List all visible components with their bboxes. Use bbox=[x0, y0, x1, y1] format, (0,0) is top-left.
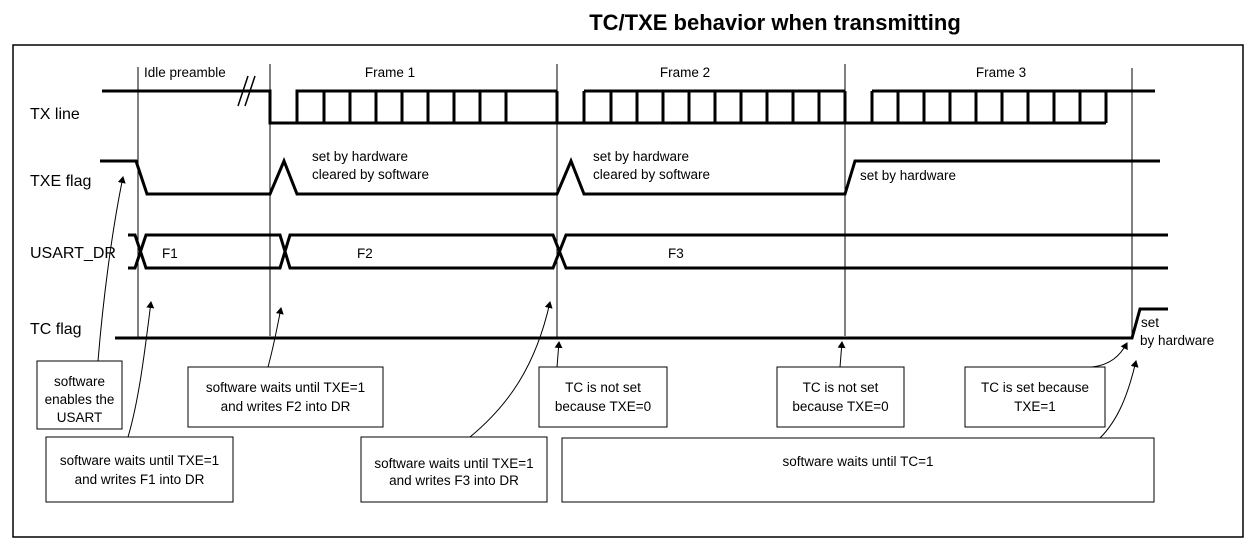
svg-text:software waits until TXE=1: software waits until TXE=1 bbox=[374, 456, 533, 471]
box-tc-not-set-2: TC is not set because TXE=0 bbox=[776, 366, 905, 428]
svg-text:and writes F2 into DR: and writes F2 into DR bbox=[221, 399, 351, 414]
svg-text:TC is not set: TC is not set bbox=[565, 380, 641, 395]
box-wait-write-f2: software waits until TXE=1 and writes F2… bbox=[187, 366, 384, 428]
phase-frame-2: Frame 2 bbox=[660, 65, 710, 80]
tc-note-line2: by hardware bbox=[1140, 333, 1214, 348]
box-wait-write-f1: software waits until TXE=1 and writes F1… bbox=[45, 436, 234, 503]
txe-note-3: set by hardware bbox=[860, 168, 956, 183]
phase-frame-1: Frame 1 bbox=[365, 65, 415, 80]
box-tc-not-set-1: TC is not set because TXE=0 bbox=[538, 366, 668, 428]
signal-label-usart-dr: USART_DR bbox=[30, 245, 116, 262]
svg-text:software waits until TC=1: software waits until TC=1 bbox=[783, 454, 934, 469]
outer-frame bbox=[12, 44, 1244, 538]
tx-line-waveform bbox=[102, 75, 1155, 125]
svg-text:and writes F3 into DR: and writes F3 into DR bbox=[389, 473, 519, 488]
svg-text:and writes F1 into DR: and writes F1 into DR bbox=[75, 472, 205, 487]
svg-text:enables the: enables the bbox=[45, 392, 115, 407]
txe-note-2-line2: cleared by software bbox=[593, 167, 710, 182]
svg-text:because TXE=0: because TXE=0 bbox=[555, 399, 651, 414]
tc-flag-waveform bbox=[115, 307, 1168, 340]
box-software-enables-usart: software enables the USART bbox=[36, 360, 123, 430]
svg-text:software waits until TXE=1: software waits until TXE=1 bbox=[60, 453, 219, 468]
svg-text:TC is set because: TC is set because bbox=[981, 380, 1089, 395]
svg-text:TC is not set: TC is not set bbox=[803, 380, 879, 395]
svg-text:software: software bbox=[54, 374, 105, 389]
dr-value-f1: F1 bbox=[162, 246, 178, 261]
dr-value-f2: F2 bbox=[357, 246, 373, 261]
svg-text:software waits until TXE=1: software waits until TXE=1 bbox=[206, 380, 365, 395]
box-wait-tc: software waits until TC=1 bbox=[561, 437, 1155, 503]
tc-note-line1: set bbox=[1141, 315, 1159, 330]
usart-dr-waveform bbox=[128, 233, 1168, 270]
svg-text:TXE=1: TXE=1 bbox=[1014, 399, 1056, 414]
svg-text:USART: USART bbox=[57, 410, 103, 425]
box-tc-set: TC is set because TXE=1 bbox=[964, 366, 1106, 428]
dr-value-f3: F3 bbox=[668, 246, 684, 261]
signal-label-txe-flag: TXE flag bbox=[30, 173, 91, 190]
annotation-arrows bbox=[97, 176, 1139, 439]
diagram-title: TC/TXE behavior when transmitting bbox=[589, 10, 961, 35]
svg-text:because TXE=0: because TXE=0 bbox=[792, 399, 888, 414]
signal-label-tc-flag: TC flag bbox=[30, 321, 82, 338]
signal-label-tx-line: TX line bbox=[30, 106, 80, 123]
phase-idle-preamble: Idle preamble bbox=[144, 65, 226, 80]
phase-frame-3: Frame 3 bbox=[976, 65, 1026, 80]
txe-note-2-line1: set by hardware bbox=[593, 149, 689, 164]
box-wait-write-f3: software waits until TXE=1 and writes F3… bbox=[360, 436, 548, 503]
txe-note-1-line1: set by hardware bbox=[312, 149, 408, 164]
txe-note-1-line2: cleared by software bbox=[312, 167, 429, 182]
timing-markers bbox=[137, 64, 1133, 338]
txe-flag-waveform bbox=[100, 157, 1160, 196]
